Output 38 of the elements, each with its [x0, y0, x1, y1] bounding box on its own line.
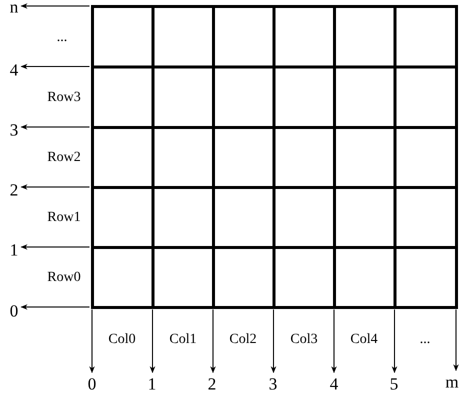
axis-index-label: 1 [148, 376, 156, 392]
arrow [89, 309, 95, 374]
axis-index-label: 3 [268, 376, 278, 392]
axis-index-label: 3 [10, 122, 18, 138]
arrow [20, 3, 90, 9]
axis-index-label: 0 [88, 376, 96, 392]
axis-index-label: 5 [390, 376, 398, 392]
arrow [20, 64, 90, 70]
ellipsis: ... [56, 31, 68, 45]
arrow [20, 244, 90, 250]
row-label: Row2 [47, 151, 81, 165]
arrow [20, 304, 90, 310]
axis-index-label: 1 [10, 242, 18, 258]
axis-index-label: 0 [10, 302, 18, 320]
arrow [20, 184, 90, 190]
column-label: Col0 [108, 333, 136, 347]
column-label: Col4 [350, 333, 378, 347]
arrow [392, 309, 398, 374]
row-label: Row0 [47, 271, 81, 285]
row-label: Row1 [47, 211, 81, 225]
axis-index-label: 2 [208, 376, 216, 392]
arrow [210, 309, 216, 374]
ellipsis: ... [420, 333, 430, 347]
arrow [150, 309, 156, 374]
axis-index-label: n [10, 0, 18, 16]
arrow [20, 124, 90, 130]
grid [90, 4, 458, 308]
column-label: Col3 [290, 333, 318, 347]
axis-index-label: 4 [330, 376, 338, 392]
axis-index-label: 4 [10, 62, 18, 78]
row-label: Row3 [47, 91, 81, 105]
column-label: Col1 [169, 333, 197, 347]
arrow [331, 309, 337, 374]
arrow [453, 309, 459, 372]
arrow [270, 309, 276, 374]
axis-index-label: m [445, 374, 459, 390]
column-label: Col2 [229, 333, 257, 347]
axis-index-label: 2 [10, 182, 18, 198]
